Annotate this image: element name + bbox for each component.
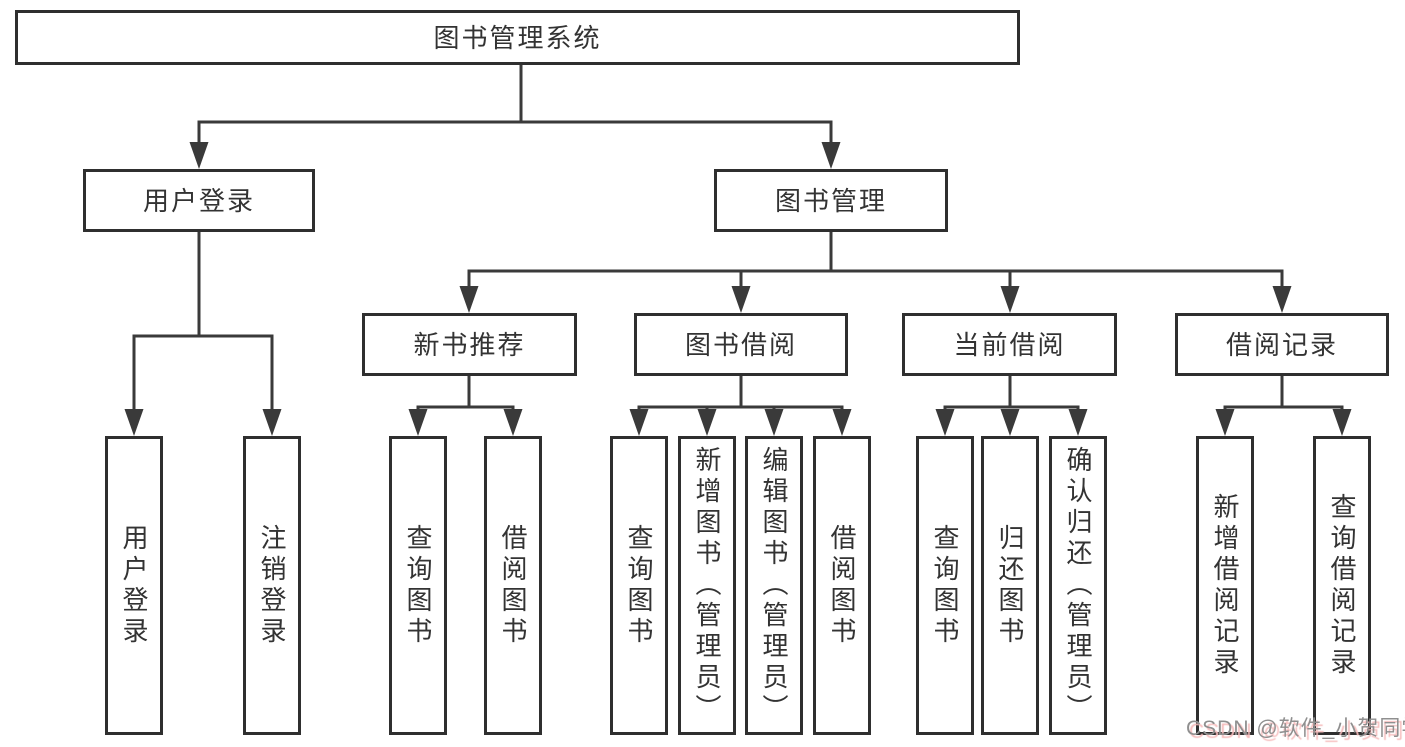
leaf-add-borrow-record: 新增借阅记录 <box>1196 436 1254 735</box>
leaf-query-books-borrowing: 查询图书 <box>610 436 668 735</box>
node-borrowing-records: 借阅记录 <box>1175 313 1389 376</box>
leaf-edit-book-admin-label: 编辑图书（管理员） <box>759 446 789 725</box>
node-book-management: 图书管理 <box>714 169 948 232</box>
leaf-user-login: 用户登录 <box>105 436 163 735</box>
node-book-management-label: 图书管理 <box>774 185 887 216</box>
leaf-edit-book-admin: 编辑图书（管理员） <box>745 436 803 735</box>
node-book-borrowing-label: 图书借阅 <box>684 329 797 360</box>
leaf-query-borrow-record: 查询借阅记录 <box>1313 436 1371 735</box>
leaf-query-books-current-label: 查询图书 <box>930 523 960 648</box>
leaf-confirm-return-admin-label: 确认归还（管理员） <box>1063 446 1093 725</box>
leaf-borrow-books-borrowing-label: 借阅图书 <box>827 523 857 648</box>
leaf-query-books-current: 查询图书 <box>916 436 974 735</box>
leaf-logout: 注销登录 <box>243 436 301 735</box>
node-user-login: 用户登录 <box>83 169 315 232</box>
node-root: 图书管理系统 <box>15 10 1020 65</box>
leaf-return-book-label: 归还图书 <box>995 523 1025 648</box>
node-current-borrowing-label: 当前借阅 <box>953 329 1066 360</box>
watermark: CSDN @软件_小贺同学 <box>1186 717 1405 740</box>
leaf-query-books-recommend: 查询图书 <box>389 436 447 735</box>
leaf-borrow-books-recommend: 借阅图书 <box>484 436 542 735</box>
leaf-query-books-recommend-label: 查询图书 <box>403 523 433 648</box>
node-user-login-label: 用户登录 <box>142 185 255 216</box>
node-new-book-recommend: 新书推荐 <box>362 313 577 376</box>
leaf-query-books-borrowing-label: 查询图书 <box>624 523 654 648</box>
node-new-book-recommend-label: 新书推荐 <box>413 329 526 360</box>
leaf-add-book-admin-label: 新增图书（管理员） <box>692 446 722 725</box>
leaf-query-borrow-record-label: 查询借阅记录 <box>1327 492 1357 679</box>
leaf-borrow-books-recommend-label: 借阅图书 <box>498 523 528 648</box>
leaf-return-book: 归还图书 <box>981 436 1039 735</box>
leaf-add-book-admin: 新增图书（管理员） <box>678 436 736 735</box>
node-book-borrowing: 图书借阅 <box>634 313 848 376</box>
node-borrowing-records-label: 借阅记录 <box>1225 329 1338 360</box>
leaf-borrow-books-borrowing: 借阅图书 <box>813 436 871 735</box>
node-root-label: 图书管理系统 <box>433 22 602 53</box>
leaf-logout-label: 注销登录 <box>257 523 287 648</box>
leaf-confirm-return-admin: 确认归还（管理员） <box>1049 436 1107 735</box>
leaf-add-borrow-record-label: 新增借阅记录 <box>1210 492 1240 679</box>
node-current-borrowing: 当前借阅 <box>902 313 1117 376</box>
leaf-user-login-label: 用户登录 <box>119 523 149 648</box>
